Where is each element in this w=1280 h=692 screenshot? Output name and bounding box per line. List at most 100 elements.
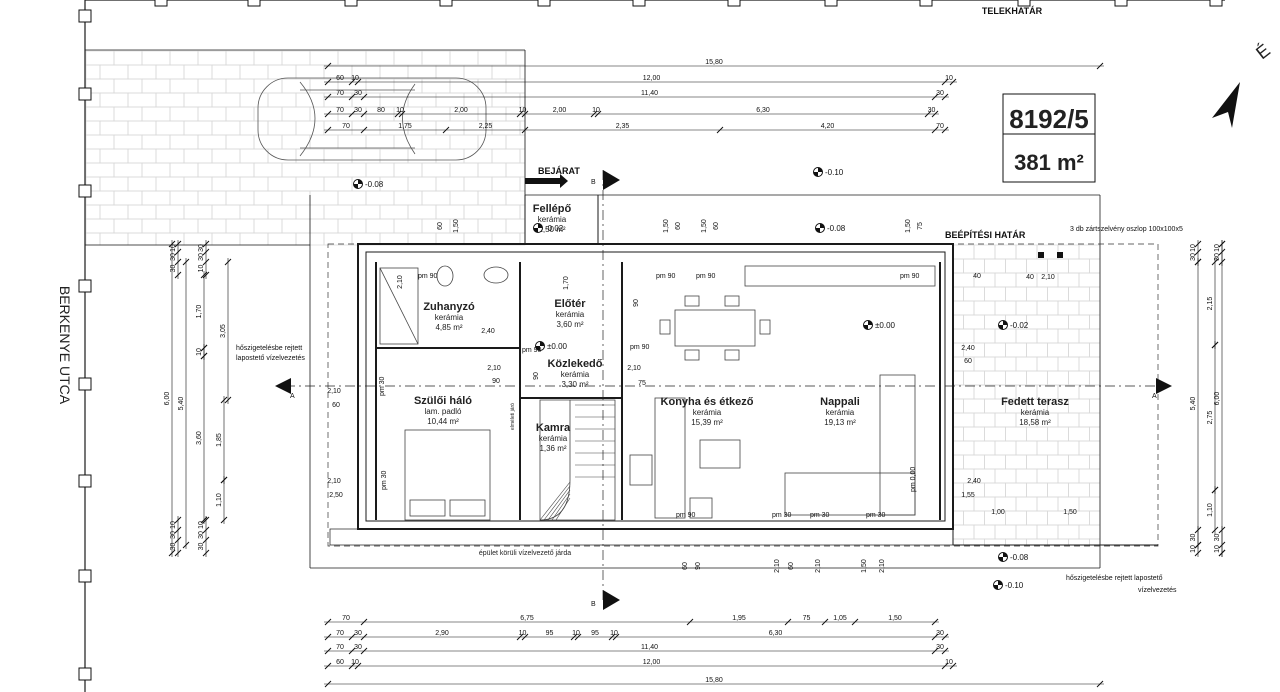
inner-dim: 60 (713, 222, 720, 230)
columns-note: 3 db zártszelvény oszlop 100x100x5 (1070, 226, 1183, 233)
svg-text:10: 10 (945, 75, 953, 82)
room-area: 18,58 m² (1019, 418, 1051, 427)
svg-text:10: 10 (519, 630, 527, 637)
room-name: Előtér (554, 298, 586, 310)
room-name: Szülői háló (414, 395, 472, 407)
room-area: 19,13 m² (824, 418, 856, 427)
level-marker: -0.02 (533, 223, 564, 233)
north-arrow-icon (1212, 82, 1240, 128)
pm-mark: pm 90 (522, 347, 542, 354)
svg-text:30: 30 (170, 253, 177, 261)
section-b-top-arrow-icon (603, 170, 620, 190)
pm-mark: pm 30 (866, 512, 886, 519)
room-area: 15,39 m² (691, 418, 723, 427)
level-marker: -0.08 (353, 179, 384, 189)
inner-dim: 1,50 (861, 559, 868, 573)
inner-dim: 2,10 (815, 559, 822, 573)
svg-text:10: 10 (572, 630, 580, 637)
paving-tiles (85, 50, 1101, 546)
pm-mark: pm 90 (696, 273, 716, 280)
stair-note: elméleti járó (510, 403, 516, 430)
svg-text:-0.02: -0.02 (1010, 321, 1029, 330)
svg-text:30: 30 (1214, 253, 1221, 261)
svg-text:1,10: 1,10 (1207, 503, 1214, 517)
pm-mark: pm 90 (656, 273, 676, 280)
inner-dim: 1,00 (991, 509, 1005, 516)
inner-dim: 2,10 (327, 478, 341, 485)
room-material: kerámia (561, 370, 590, 379)
level-marker: -0.08 (815, 223, 846, 233)
svg-text:30: 30 (936, 630, 944, 637)
walkway-label: épület körüli vízelvezető járda (479, 550, 571, 557)
parcel-number: 8192/5 (1009, 104, 1089, 134)
svg-text:6,30: 6,30 (769, 630, 783, 637)
svg-text:70: 70 (336, 630, 344, 637)
inner-dim: 1,50 (701, 219, 708, 233)
svg-text:1,70: 1,70 (196, 305, 203, 319)
svg-text:10: 10 (519, 107, 527, 114)
svg-text:11,40: 11,40 (641, 90, 658, 97)
svg-text:-0.08: -0.08 (365, 180, 384, 189)
level-marker: -0.10 (813, 167, 844, 177)
svg-text:2,35: 2,35 (616, 123, 630, 130)
inner-dim: 1,50 (453, 219, 460, 233)
svg-text:70: 70 (342, 615, 350, 622)
svg-text:±0.00: ±0.00 (547, 342, 568, 351)
svg-text:10: 10 (198, 521, 205, 529)
inner-dim: 90 (633, 299, 640, 307)
svg-text:95: 95 (591, 630, 599, 637)
pm-mark: pm 90 (900, 273, 920, 280)
boundary-markers (78, 0, 1223, 681)
section-b-bottom-arrow-icon (603, 590, 620, 610)
entrance-label: BEJÁRAT (538, 166, 580, 176)
svg-text:5,40: 5,40 (1190, 397, 1197, 411)
inner-dim: 2,40 (481, 328, 495, 335)
svg-text:30: 30 (354, 630, 362, 637)
room-area: 3,60 m² (556, 320, 583, 329)
room-material: kerámia (556, 310, 585, 319)
svg-text:80: 80 (377, 107, 385, 114)
pm-mark: pm 30 (381, 470, 388, 490)
svg-text:2,25: 2,25 (479, 123, 493, 130)
svg-text:70: 70 (336, 107, 344, 114)
inner-dim: 1,50 (1063, 509, 1077, 516)
svg-text:30: 30 (170, 543, 177, 551)
inner-dim: 60 (682, 562, 689, 570)
room-area: 4,85 m² (435, 323, 462, 332)
room-name: Kamra (536, 422, 571, 434)
svg-text:1,95: 1,95 (732, 615, 746, 622)
svg-text:10: 10 (351, 659, 359, 666)
inner-dim: 1,55 (961, 492, 975, 499)
svg-text:10: 10 (1214, 244, 1221, 252)
inner-dim: 40 (1026, 274, 1034, 281)
section-a-right-label: A (1152, 393, 1157, 400)
room-area: 10,44 m² (427, 417, 459, 426)
pm-mark: pm 90 (418, 273, 438, 280)
section-a-right-arrow-icon (1156, 378, 1172, 394)
svg-text:-0.08: -0.08 (1010, 553, 1029, 562)
svg-text:4,20: 4,20 (821, 123, 835, 130)
svg-text:-0.10: -0.10 (1005, 581, 1024, 590)
room-name: Nappali (820, 396, 860, 408)
section-a-left-arrow-icon (275, 378, 291, 394)
pm-mark: pm 30 (810, 512, 830, 519)
room-name: Konyha és étkező (661, 396, 754, 408)
drain-note-left-1: hőszigetelésbe rejtett (236, 345, 302, 352)
drain-note-right-2: vízelvezetés (1138, 587, 1177, 594)
inner-dim: 60 (964, 358, 972, 365)
inner-dim: 2,10 (627, 365, 641, 372)
svg-text:6,75: 6,75 (520, 615, 534, 622)
level-markers: -0.08-0.10-0.02-0.08±0.00-0.02±0.00-0.08… (353, 167, 1029, 590)
svg-text:2,75: 2,75 (1207, 411, 1214, 425)
section-b-top-label: B (591, 179, 596, 186)
svg-text:6,00: 6,00 (164, 392, 171, 406)
svg-text:70: 70 (936, 123, 944, 130)
svg-text:10: 10 (945, 659, 953, 666)
room-material: kerámia (538, 215, 567, 224)
column-markers (1038, 252, 1063, 258)
inner-dim: 1,50 (905, 219, 912, 233)
